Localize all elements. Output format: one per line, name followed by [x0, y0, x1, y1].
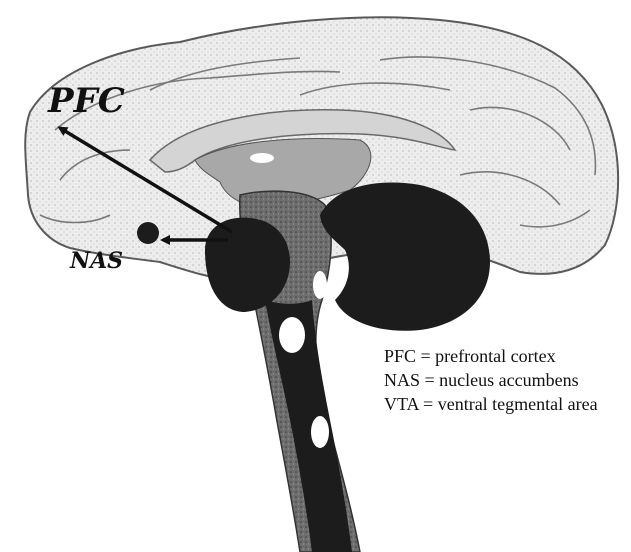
legend-item-nas: NAS = nucleus accumbens — [384, 370, 579, 390]
legend-item-pfc: PFC = prefrontal cortex — [384, 346, 556, 366]
nucleus-accumbens-dot — [137, 222, 159, 244]
legend-item-vta: VTA = ventral tegmental area — [384, 394, 598, 414]
legend: PFC = prefrontal cortex NAS = nucleus ac… — [384, 346, 598, 414]
nas-label: NAS — [69, 248, 123, 274]
pfc-label: PFC — [47, 81, 125, 121]
